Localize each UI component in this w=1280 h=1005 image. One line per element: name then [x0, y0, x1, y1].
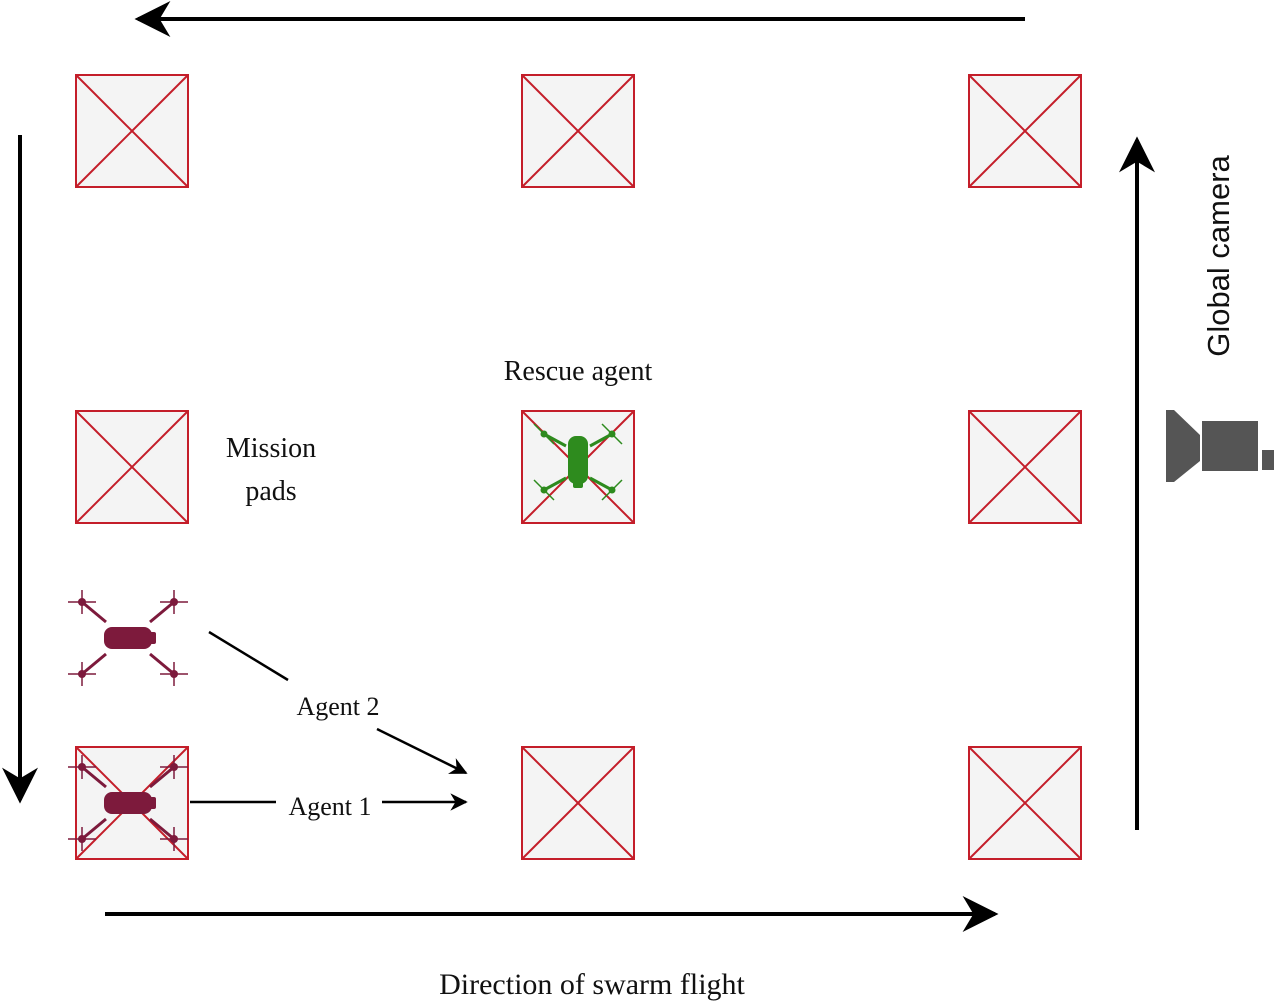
mission-pad-r1c3	[968, 74, 1082, 188]
mission-pad-r1c1	[75, 74, 189, 188]
direction-label: Direction of swarm flight	[439, 968, 745, 1001]
mission-pad-r3c2	[521, 746, 635, 860]
rescue-agent-label: Rescue agent	[504, 356, 653, 387]
mission-pad-r3c3	[968, 746, 1082, 860]
mission-pad-r2c1	[75, 410, 189, 524]
mission-pad-r1c2	[521, 74, 635, 188]
mission-pad-r2c3	[968, 410, 1082, 524]
agent-2-drone-icon	[66, 588, 190, 688]
agent-2-pointer-line	[208, 630, 289, 682]
agent-2-label: Agent 2	[296, 692, 379, 721]
agent-1-label: Agent 1	[288, 792, 371, 821]
camera-icon	[1166, 410, 1274, 482]
global-camera-label: Global camera	[1201, 154, 1236, 356]
mission-pads-label-line1: Mission	[226, 433, 316, 464]
agent-2-arrow	[376, 727, 468, 775]
mission-pads-label-line2: pads	[245, 476, 296, 507]
